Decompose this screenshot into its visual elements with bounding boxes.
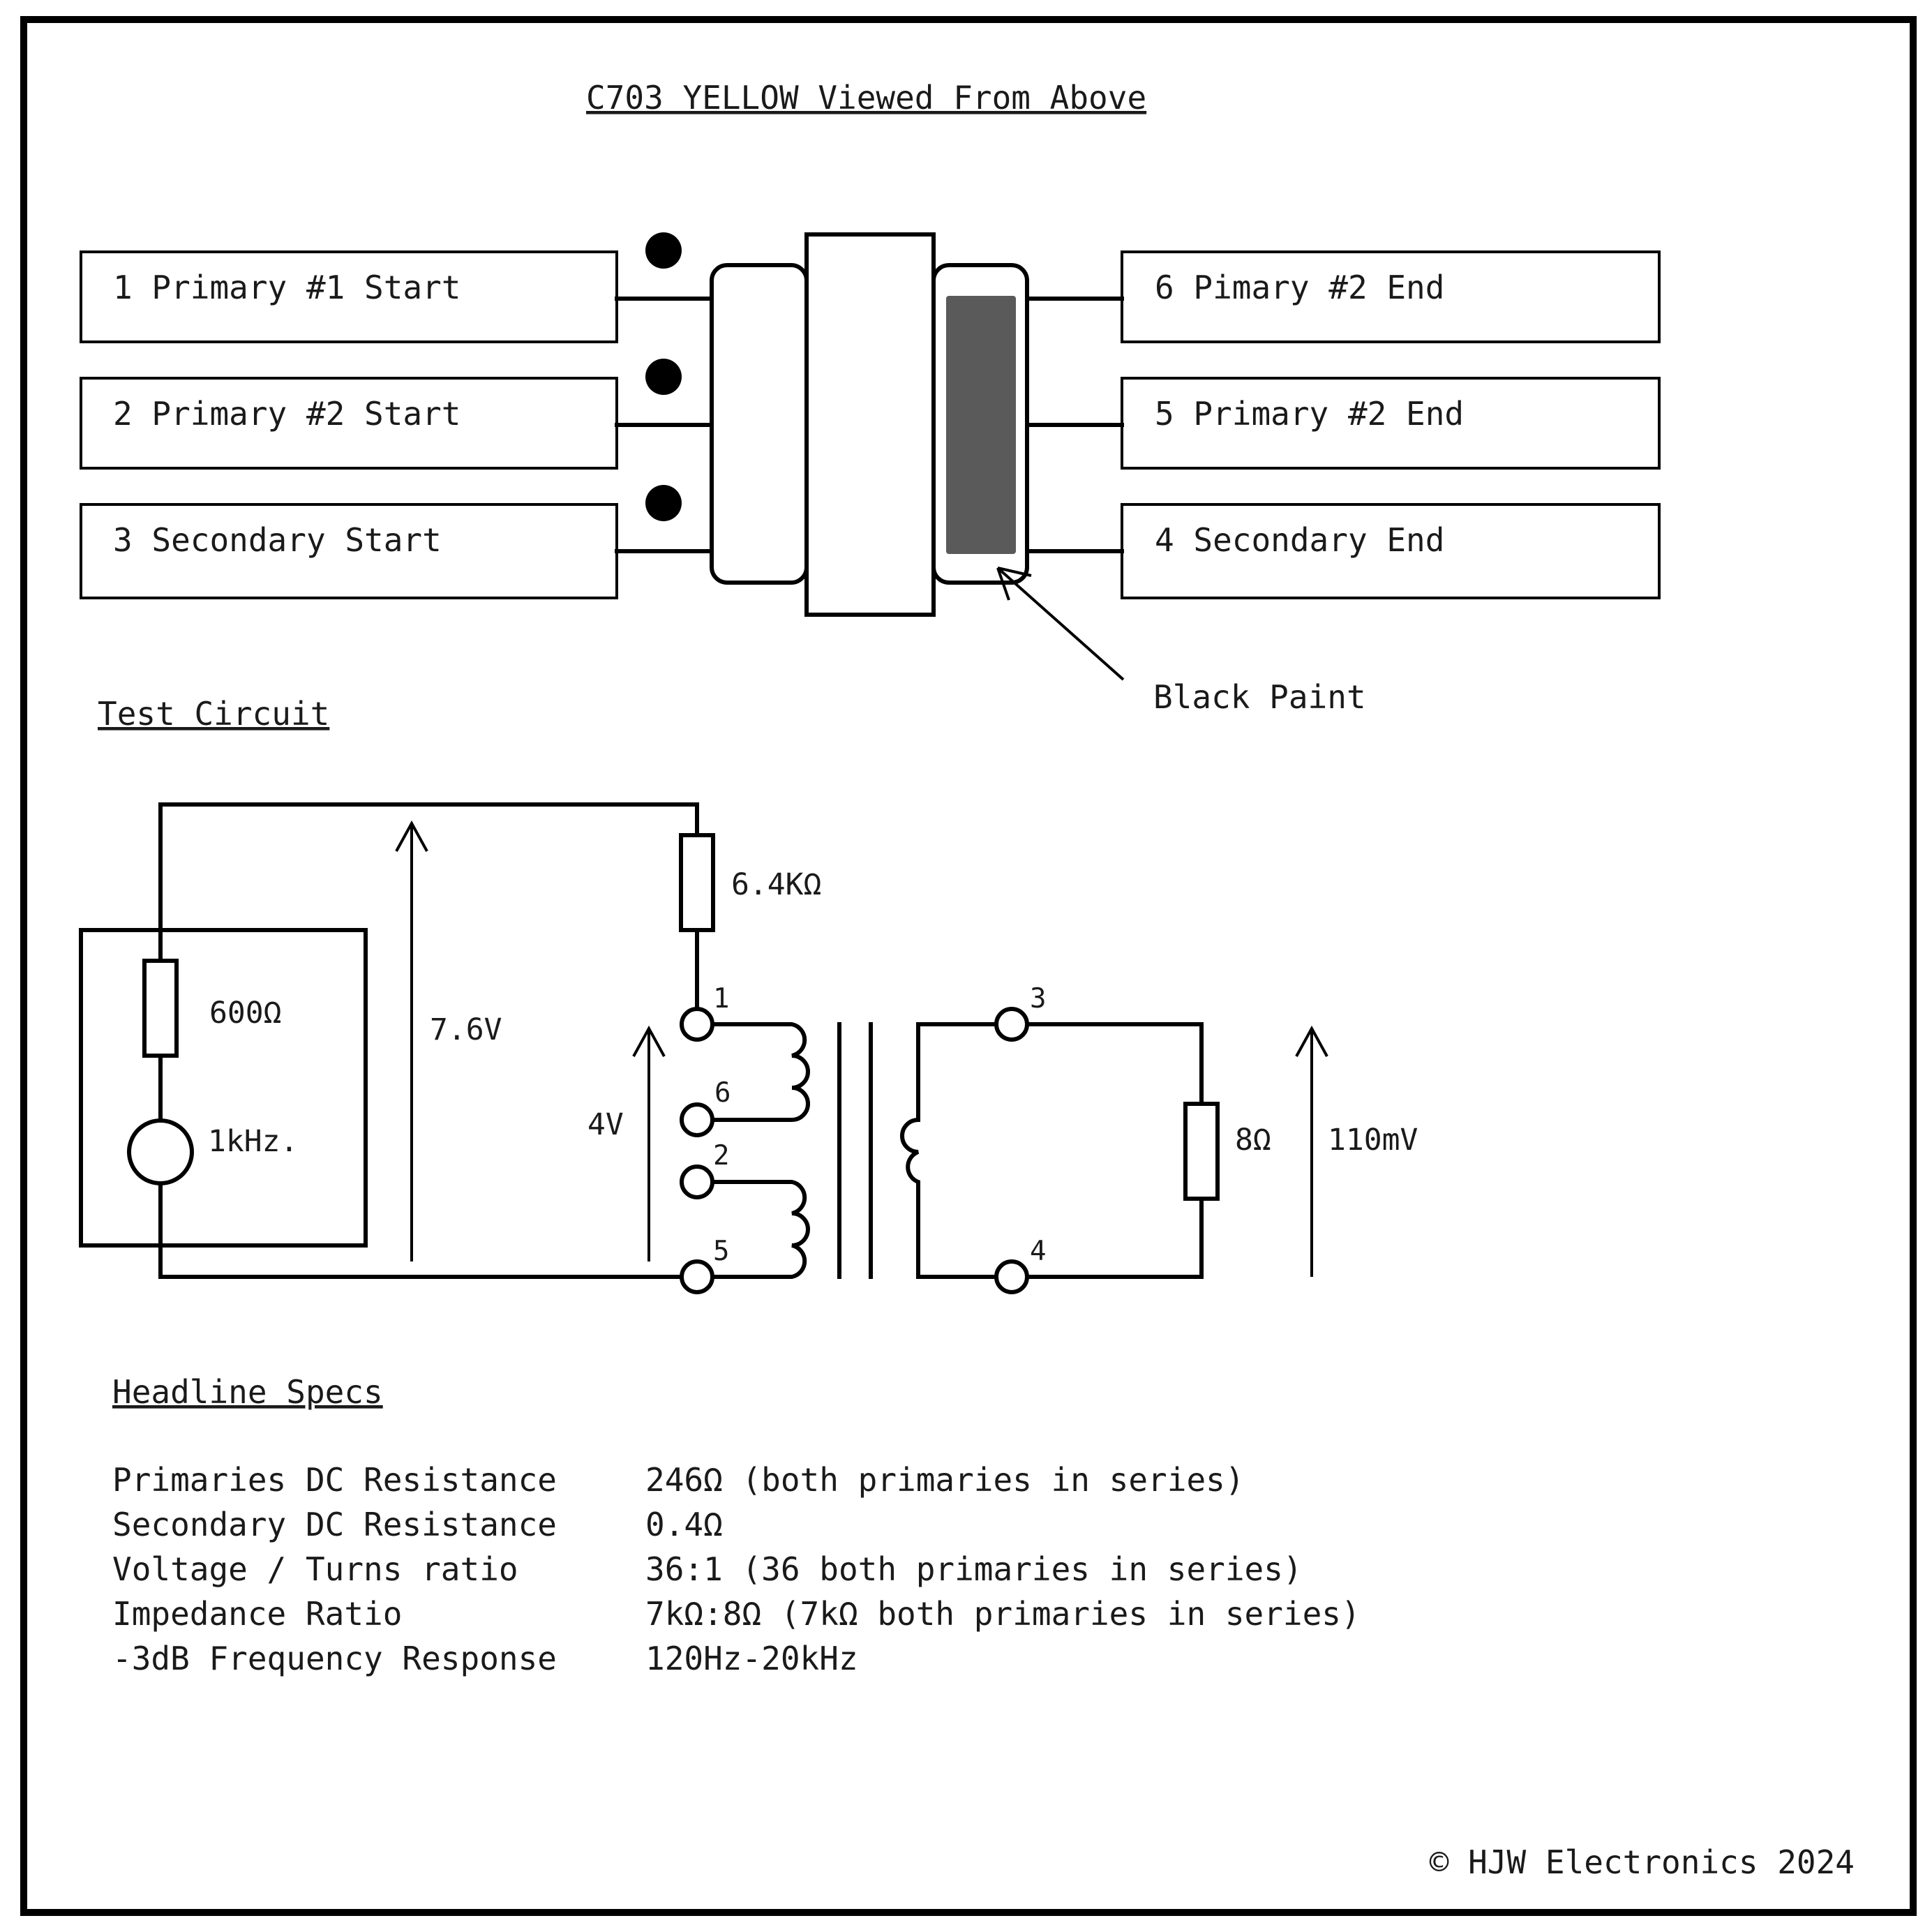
terminal-4: [994, 1259, 1029, 1294]
source-voltage-label: 7.6V: [430, 1012, 502, 1047]
pin-label-3: 3 Secondary Start: [113, 521, 442, 559]
diagram-title: C703 YELLOW Viewed From Above: [586, 79, 1146, 117]
spec-label: Voltage / Turns ratio: [112, 1550, 518, 1588]
specs-heading: Headline Specs: [112, 1373, 383, 1411]
spec-label: -3dB Frequency Response: [112, 1640, 557, 1677]
copyright-footer: © HJW Electronics 2024: [1430, 1843, 1855, 1881]
spec-row: -3dB Frequency Response 120Hz-20kHz: [112, 1640, 858, 1677]
primary-voltage-label: 4V: [587, 1107, 624, 1142]
source-resistor-label: 600Ω: [209, 996, 282, 1031]
pin-label-6: 6 Pimary #2 End: [1155, 269, 1444, 306]
terminal-6-label: 6: [714, 1077, 731, 1109]
pin-label-1: 1 Primary #1 Start: [113, 269, 461, 306]
source-resistor: [142, 959, 179, 1058]
secondary-winding: [900, 1022, 998, 1279]
pin-label-4: 4 Secondary End: [1155, 521, 1444, 559]
black-paint-mark: [946, 296, 1016, 554]
spec-row: Voltage / Turns ratio 36:1 (36 both prim…: [112, 1550, 1303, 1588]
ac-source: [127, 1118, 194, 1185]
pin-box-6: 6 Pimary #2 End: [1121, 250, 1661, 343]
source-frequency-label: 1kHz.: [208, 1124, 298, 1159]
load-resistor-label: 8Ω: [1235, 1123, 1271, 1158]
series-resistor: [679, 833, 715, 932]
test-circuit-heading: Test Circuit: [98, 695, 329, 733]
output-voltage-label: 110mV: [1328, 1123, 1418, 1158]
test-circuit: 6.4KΩ 600Ω 1kHz. 7.6V 4V 8Ω 110mV 1 6 2 …: [79, 802, 1418, 1294]
pin-box-4: 4 Secondary End: [1121, 503, 1661, 599]
terminal-3-label: 3: [1030, 983, 1046, 1014]
bobbin-right: [931, 263, 1029, 585]
polarity-dot-1: [645, 232, 682, 269]
spec-value: 120Hz-20kHz: [645, 1640, 858, 1677]
pin-label-2: 2 Primary #2 Start: [113, 395, 461, 433]
terminal-2: [680, 1165, 714, 1199]
specs-table: Primaries DC Resistance 246Ω (both prima…: [112, 1461, 1361, 1677]
terminal-6: [680, 1102, 714, 1137]
arrow-4v: [632, 1025, 666, 1261]
pin-label-5: 5 Primary #2 End: [1155, 395, 1464, 433]
transformer-top-view: [710, 232, 1029, 617]
terminal-5-label: 5: [713, 1236, 729, 1267]
arrow-7v6: [395, 820, 428, 1261]
pin-leads: [615, 297, 1124, 553]
primary-winding-1: [710, 1022, 810, 1122]
signal-generator-box: [79, 928, 368, 1248]
primary-winding-2: [710, 1180, 810, 1279]
pin-box-5: 5 Primary #2 End: [1121, 377, 1661, 470]
series-resistor-label: 6.4KΩ: [731, 867, 821, 902]
terminal-4-label: 4: [1030, 1236, 1046, 1267]
pin-box-3: 3 Secondary Start: [80, 503, 618, 599]
load-resistor: [1183, 1102, 1220, 1201]
polarity-dot-2: [645, 359, 682, 395]
black-paint-callout: Black Paint: [996, 567, 1366, 716]
terminal-1-label: 1: [713, 983, 729, 1014]
spec-label: Impedance Ratio: [112, 1595, 402, 1633]
arrow-110mv: [1295, 1025, 1328, 1277]
spec-value: 7kΩ:8Ω (7kΩ both primaries in series): [645, 1595, 1361, 1633]
pin-box-2: 2 Primary #2 Start: [80, 377, 618, 470]
polarity-dot-3: [645, 485, 682, 521]
black-paint-label: Black Paint: [1153, 678, 1366, 716]
spec-row: Impedance Ratio 7kΩ:8Ω (7kΩ both primari…: [112, 1595, 1361, 1633]
terminal-3: [994, 1007, 1029, 1042]
spec-value: 36:1 (36 both primaries in series): [645, 1550, 1303, 1588]
page-frame: [20, 16, 1917, 1916]
spec-label: Primaries DC Resistance: [112, 1461, 557, 1499]
spec-value: 246Ω (both primaries in series): [645, 1461, 1245, 1499]
terminal-1: [680, 1007, 714, 1042]
spec-row: Primaries DC Resistance 246Ω (both prima…: [112, 1461, 1245, 1499]
spec-label: Secondary DC Resistance: [112, 1506, 557, 1543]
terminal-2-label: 2: [713, 1140, 729, 1171]
bobbin-left: [710, 263, 809, 585]
spec-row: Secondary DC Resistance 0.4Ω: [112, 1506, 723, 1543]
terminal-5: [680, 1259, 714, 1294]
spec-value: 0.4Ω: [645, 1506, 723, 1543]
core: [804, 232, 936, 617]
pin-box-1: 1 Primary #1 Start: [80, 250, 618, 343]
